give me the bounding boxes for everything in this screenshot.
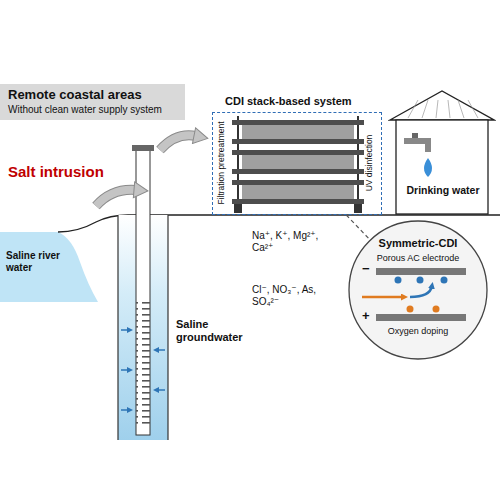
polarity-sign: + (362, 309, 370, 324)
river-water (0, 232, 98, 302)
cdi-stack (232, 116, 364, 213)
step-label: Filtration pretreatment (217, 121, 227, 204)
house-node: Drinking water (388, 88, 496, 216)
system-title: CDI stack-based system (225, 95, 352, 108)
well-casing (167, 215, 168, 440)
ion-label: Cl⁻, NO₃⁻, As, SO₄²⁻ (252, 284, 324, 307)
well-screen (136, 300, 150, 425)
zoom-circle: Symmetric-CDIPorous AC electrodeOxygen d… (348, 220, 488, 360)
zoom-title: Symmetric-CDI (348, 237, 488, 250)
inflow-arrows (121, 330, 165, 410)
well-pipe (136, 150, 150, 435)
flow-arrow (96, 190, 136, 206)
hazard-label: Salt intrusion (8, 163, 104, 180)
house-label: Drinking water (396, 184, 490, 196)
water-label: Saline river water (6, 250, 68, 273)
zoom-connector (346, 215, 369, 239)
electrode-label: Oxygen doping (348, 326, 488, 336)
well-cap (132, 145, 154, 151)
ion-label: Na⁺, K⁺, Mg²⁺, Ca²⁺ (252, 230, 324, 253)
house-outline (388, 88, 496, 216)
step-label: UV disinfection (365, 135, 375, 192)
water-label: Saline groundwater (176, 318, 256, 343)
well-casing (117, 215, 118, 440)
region-title: Remote coastal areas (8, 88, 177, 103)
polarity-sign: − (362, 262, 370, 277)
region-box: Remote coastal areasWithout clean water … (0, 84, 185, 120)
region-subtitle: Without clean water supply system (8, 104, 177, 116)
system-box: CDI stack-based systemFiltration pretrea… (212, 112, 382, 215)
flow-arrow (160, 135, 196, 150)
flow-arrow (96, 190, 136, 206)
flow-arrow (160, 135, 196, 150)
